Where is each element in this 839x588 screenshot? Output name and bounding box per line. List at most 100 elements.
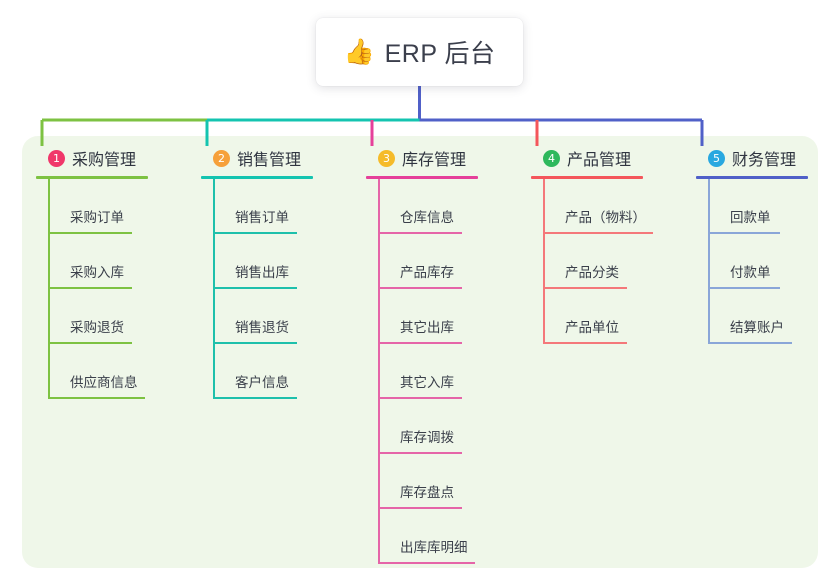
branch-header-3[interactable]: 3 库存管理 (366, 145, 478, 171)
branch-item-rule (48, 397, 145, 399)
branch-spine (378, 179, 380, 564)
branch-item[interactable]: 回款单 (708, 179, 808, 234)
branch-header-4[interactable]: 4 产品管理 (531, 145, 643, 171)
branch-item-rule (48, 287, 132, 289)
branch-title: 财务管理 (732, 152, 797, 169)
branch-item[interactable]: 销售退货 (213, 289, 313, 344)
branch-item-rule (378, 397, 462, 399)
branch-item-label: 结算账户 (730, 320, 784, 335)
branch-spine (213, 179, 215, 399)
branch-number-badge: 1 (48, 149, 65, 167)
branch-item-label: 产品单位 (565, 320, 619, 335)
branch-item-rule (708, 287, 780, 289)
branch-item[interactable]: 采购订单 (48, 179, 148, 234)
branch-number-badge: 2 (213, 149, 230, 167)
branch-item[interactable]: 产品库存 (378, 234, 478, 289)
branch-item-rule (213, 397, 297, 399)
branch-item[interactable]: 库存盘点 (378, 454, 478, 509)
branch-item-label: 销售退货 (235, 320, 289, 335)
branch-item-label: 回款单 (730, 210, 771, 225)
branch-item[interactable]: 出库库明细 (378, 509, 478, 564)
branch-item-rule (378, 452, 462, 454)
branch-item[interactable]: 付款单 (708, 234, 808, 289)
branch-item-rule (213, 287, 297, 289)
branch-item-rule (378, 342, 462, 344)
branch-title: 产品管理 (567, 152, 632, 169)
branch-item-label: 采购订单 (70, 210, 124, 225)
branch-underline (366, 176, 478, 179)
branch-item-label: 产品库存 (400, 265, 454, 280)
branch-item-rule (708, 342, 792, 344)
branch-spine (543, 179, 545, 344)
branch-item-rule (48, 342, 132, 344)
branch-number-badge: 4 (543, 149, 560, 167)
branch-number-badge: 5 (708, 149, 725, 167)
branch-item-label: 客户信息 (235, 375, 289, 390)
branch-header-5[interactable]: 5 财务管理 (696, 145, 808, 171)
branch-item-label: 出库库明细 (400, 540, 468, 555)
branch-item-rule (543, 232, 653, 234)
branch-item[interactable]: 客户信息 (213, 344, 313, 399)
branch-underline (696, 176, 808, 179)
branch-item[interactable]: 库存调拨 (378, 399, 478, 454)
branch-item-label: 其它入库 (400, 375, 454, 390)
branch-item[interactable]: 采购入库 (48, 234, 148, 289)
branch-item-label: 产品（物料） (565, 210, 646, 225)
branch-item-rule (378, 507, 462, 509)
branch-item[interactable]: 产品（物料） (543, 179, 653, 234)
branch-item-label: 供应商信息 (70, 375, 138, 390)
branch-item-rule (378, 562, 475, 564)
branch-column-4: 4 产品管理产品（物料） 产品分类产品单位 (531, 145, 653, 344)
branch-item-label: 库存调拨 (400, 430, 454, 445)
branch-item[interactable]: 产品分类 (543, 234, 643, 289)
branch-item[interactable]: 销售出库 (213, 234, 313, 289)
branch-column-5: 5 财务管理回款单付款单结算账户 (696, 145, 808, 344)
branch-item-label: 采购退货 (70, 320, 124, 335)
branch-header-2[interactable]: 2 销售管理 (201, 145, 313, 171)
branch-underline (201, 176, 313, 179)
branch-item-rule (708, 232, 780, 234)
branch-item[interactable]: 销售订单 (213, 179, 313, 234)
branch-item-rule (378, 232, 462, 234)
branch-item[interactable]: 仓库信息 (378, 179, 478, 234)
branch-items: 仓库信息产品库存其它出库其它入库库存调拨库存盘点出库库明细 (378, 179, 478, 564)
branch-item-label: 销售出库 (235, 265, 289, 280)
diagram-panel (22, 136, 818, 568)
branch-underline (36, 176, 148, 179)
branch-item-rule (543, 287, 627, 289)
branch-column-2: 2 销售管理销售订单销售出库销售退货客户信息 (201, 145, 313, 399)
root-node-title: ERP 后台 (384, 40, 496, 68)
branch-title: 采购管理 (72, 152, 137, 169)
branch-item[interactable]: 结算账户 (708, 289, 808, 344)
branch-item-rule (213, 342, 297, 344)
branch-items: 回款单付款单结算账户 (708, 179, 808, 344)
branch-item-label: 付款单 (730, 265, 771, 280)
root-node-card[interactable]: 👍 ERP 后台 (316, 18, 523, 86)
branch-item-rule (48, 232, 132, 234)
branch-spine (708, 179, 710, 344)
branch-item[interactable]: 其它出库 (378, 289, 478, 344)
branch-title: 销售管理 (237, 152, 302, 169)
branch-item-rule (213, 232, 297, 234)
branch-item-label: 其它出库 (400, 320, 454, 335)
branch-item-label: 库存盘点 (400, 485, 454, 500)
branch-item-rule (378, 287, 462, 289)
branch-header-1[interactable]: 1 采购管理 (36, 145, 148, 171)
branch-item-label: 采购入库 (70, 265, 124, 280)
branch-items: 采购订单采购入库采购退货供应商信息 (48, 179, 148, 399)
branch-item[interactable]: 采购退货 (48, 289, 148, 344)
branch-item[interactable]: 供应商信息 (48, 344, 148, 399)
branch-items: 销售订单销售出库销售退货客户信息 (213, 179, 313, 399)
branch-item-label: 产品分类 (565, 265, 619, 280)
branch-item-label: 仓库信息 (400, 210, 454, 225)
branch-column-1: 1 采购管理采购订单采购入库采购退货供应商信息 (36, 145, 148, 399)
branch-items: 产品（物料） 产品分类产品单位 (543, 179, 653, 344)
branch-number-badge: 3 (378, 149, 395, 167)
branch-item[interactable]: 其它入库 (378, 344, 478, 399)
branch-item[interactable]: 产品单位 (543, 289, 643, 344)
branch-item-label: 销售订单 (235, 210, 289, 225)
branch-column-3: 3 库存管理仓库信息产品库存其它出库其它入库库存调拨库存盘点出库库明细 (366, 145, 478, 564)
branch-underline (531, 176, 643, 179)
branch-title: 库存管理 (402, 152, 467, 169)
